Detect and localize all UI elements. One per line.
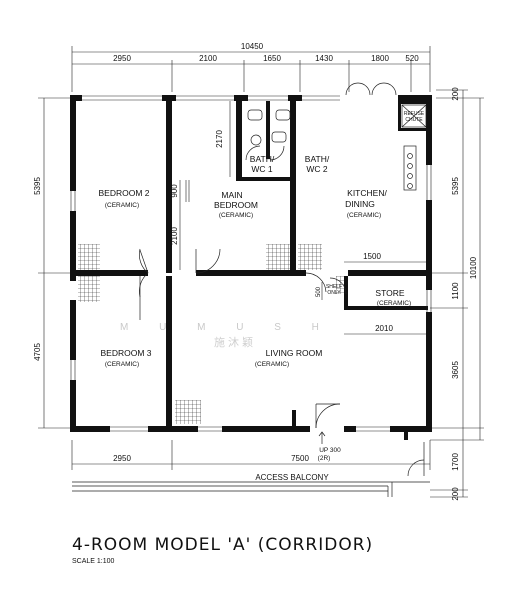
- access-balcony-label: ACCESS BALCONY: [255, 473, 329, 482]
- bath-fixtures: [245, 109, 291, 161]
- bath1-label-2: WC 1: [251, 164, 273, 174]
- top-dim-5: 1800: [371, 54, 389, 63]
- store-label: STORE: [375, 288, 404, 298]
- plan-title: 4-ROOM MODEL 'A' (CORRIDOR): [72, 535, 373, 555]
- windows: [70, 95, 432, 432]
- right-dimension-lines: [430, 89, 484, 498]
- top-dim-2: 2100: [199, 54, 217, 63]
- bath2-label-1: BATH/: [305, 154, 330, 164]
- main-bedroom-label-2: BEDROOM: [214, 200, 258, 210]
- right-dim-3605: 3605: [451, 361, 460, 379]
- top-dim-1: 2950: [113, 54, 131, 63]
- doors: [139, 82, 425, 477]
- top-dim-3: 1650: [263, 54, 281, 63]
- dim-2170: 2170: [215, 130, 224, 148]
- dim-2100: 2100: [170, 227, 179, 245]
- bottom-dim-2: 7500: [291, 454, 309, 463]
- main-bedroom-floor: (CERAMIC): [219, 212, 253, 219]
- kitchen-label-1: KITCHEN/: [347, 188, 387, 198]
- bottom-dimension-lines: [71, 440, 431, 470]
- walls: [70, 95, 432, 440]
- right-dim-total: 10100: [469, 256, 478, 279]
- up-arrow-icon: [318, 431, 326, 444]
- watermark-chinese: 施 沐 颖: [214, 336, 253, 349]
- dim-900: 900: [170, 184, 179, 198]
- up-step-sub: (2R): [318, 455, 331, 462]
- bedroom3-floor: (CERAMIC): [105, 361, 139, 368]
- top-dim-6: 520: [405, 54, 419, 63]
- store-floor: (CERAMIC): [377, 300, 411, 307]
- right-dim-1700: 1700: [451, 453, 460, 471]
- bath2-label-2: WC 2: [306, 164, 328, 174]
- shelf-label-2: ONLY: [327, 290, 341, 296]
- inner-dimension-lines: [179, 101, 426, 335]
- access-balcony: [72, 481, 430, 497]
- dim-2010: 2010: [375, 324, 393, 333]
- watermark-latin: M U M U S H: [120, 322, 333, 333]
- bath1-label-1: BATH/: [250, 154, 275, 164]
- overall-width-label: 10450: [241, 42, 264, 51]
- kitchen-floor: (CERAMIC): [347, 212, 381, 219]
- left-dim-2: 4705: [33, 343, 42, 361]
- top-dim-4: 1430: [315, 54, 333, 63]
- right-dim-bottom: 200: [451, 487, 460, 501]
- right-dim-1100: 1100: [451, 282, 460, 300]
- right-dim-top: 200: [451, 87, 460, 101]
- shelf-label-1: SHELF: [326, 284, 342, 290]
- up-step-label: UP 300: [319, 447, 341, 454]
- refuse-chute-label-2: CHUTE: [405, 117, 423, 123]
- dim-500: 500: [316, 286, 322, 297]
- dim-1500: 1500: [363, 252, 381, 261]
- left-dim-1: 5395: [33, 177, 42, 195]
- bedroom2-label: BEDROOM 2: [98, 188, 149, 198]
- bedroom3-label: BEDROOM 3: [100, 348, 151, 358]
- bottom-dim-1: 2950: [113, 454, 131, 463]
- top-dimension-lines: [71, 46, 431, 92]
- kitchen-label-2: DINING: [345, 199, 375, 209]
- plan-scale: SCALE 1:100: [72, 558, 115, 565]
- right-dim-5395: 5395: [451, 177, 460, 195]
- main-bedroom-label-1: MAIN: [221, 190, 242, 200]
- kitchen-fixtures: [403, 145, 417, 191]
- living-room-label: LIVING ROOM: [266, 348, 323, 358]
- bedroom2-floor: (CERAMIC): [105, 202, 139, 209]
- refuse-chute-label-1: REFUSE: [404, 111, 425, 117]
- left-dimension-lines: [38, 97, 72, 429]
- living-room-floor: (CERAMIC): [255, 361, 289, 368]
- refuse-chute: [401, 104, 427, 128]
